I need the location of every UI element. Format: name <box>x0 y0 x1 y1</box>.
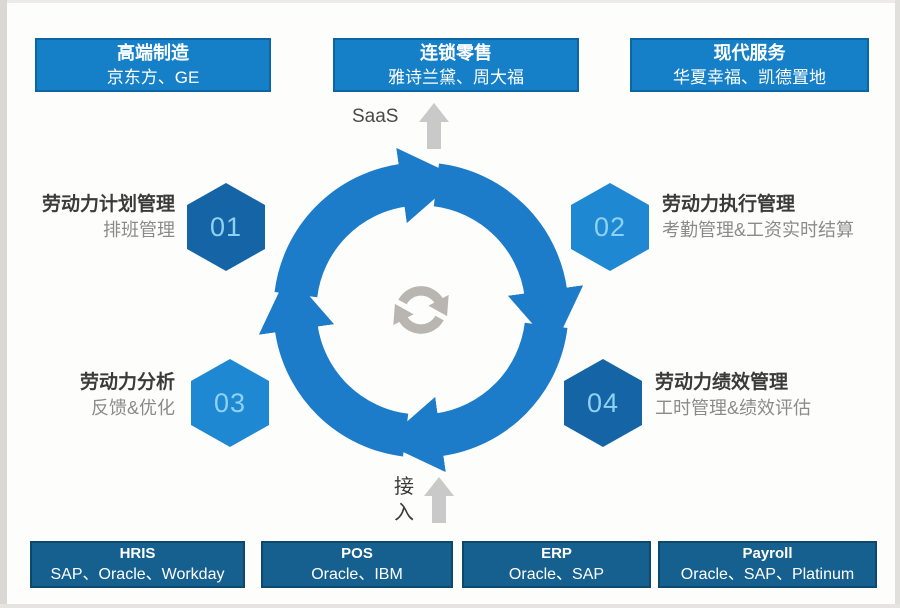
stage-text-01: 劳动力计划管理 排班管理 <box>0 192 175 243</box>
saas-label: SaaS <box>352 106 399 127</box>
system-box-hris: HRIS SAP、Oracle、Workday <box>30 541 245 588</box>
frame-edge-bottom <box>0 604 900 608</box>
industry-box-title: 高端制造 <box>117 43 189 63</box>
stage-subtitle: 排班管理 <box>103 220 175 240</box>
stage-subtitle: 工时管理&绩效评估 <box>655 398 812 418</box>
system-box-subtitle: Oracle、IBM <box>311 566 403 583</box>
system-box-subtitle: Oracle、SAP <box>508 566 605 583</box>
system-box-subtitle: SAP、Oracle、Workday <box>50 566 225 583</box>
industry-box-subtitle: 京东方、GE <box>106 68 200 87</box>
stage-title: 劳动力计划管理 <box>41 194 175 215</box>
industry-box-title: 连锁零售 <box>420 43 492 63</box>
cycle-arc-top-right <box>433 163 584 348</box>
system-box-pos: POS Oracle、IBM <box>261 541 453 588</box>
system-box-title: ERP <box>541 545 572 562</box>
stage-number: 03 <box>213 387 247 418</box>
cycle-diagram <box>258 147 584 473</box>
stage-number: 02 <box>593 211 627 242</box>
cycle-arc-bottom-right <box>383 322 568 473</box>
system-box-payroll: Payroll Oracle、SAP、Platinum <box>658 541 877 588</box>
system-box-subtitle: Oracle、SAP、Platinum <box>680 566 855 583</box>
industry-box-title: 现代服务 <box>713 43 786 63</box>
system-box-title: POS <box>341 545 373 562</box>
access-label: 接 入 <box>394 476 414 524</box>
frame-edge-top <box>0 0 900 3</box>
stage-title: 劳动力绩效管理 <box>655 372 789 393</box>
frame-edge-right <box>895 0 900 608</box>
stage-title: 劳动力分析 <box>79 372 175 393</box>
industry-box-subtitle: 雅诗兰黛、周大福 <box>388 68 524 87</box>
access-up-arrow-icon <box>424 477 454 523</box>
industry-box-manufacturing: 高端制造 京东方、GE <box>35 38 271 92</box>
cycle-arc-bottom-left <box>258 272 409 457</box>
industry-box-subtitle: 华夏幸福、凯德置地 <box>673 68 826 87</box>
arrow-head <box>424 477 454 496</box>
arrow-stem <box>427 122 441 149</box>
arrow-stem <box>432 496 446 523</box>
saas-up-arrow-icon <box>419 103 449 149</box>
system-box-title: HRIS <box>119 545 156 562</box>
stage-text-03: 劳动力分析 反馈&优化 <box>0 370 175 421</box>
system-box-erp: ERP Oracle、SAP <box>462 541 651 588</box>
stage-subtitle: 考勤管理&工资实时结算 <box>662 220 855 240</box>
frame-edge-left <box>0 0 7 608</box>
stage-number: 04 <box>586 387 620 418</box>
system-box-title: Payroll <box>742 545 793 562</box>
cycle-arc-top-left <box>274 147 459 298</box>
stage-number: 01 <box>209 211 243 242</box>
industry-box-services: 现代服务 华夏幸福、凯德置地 <box>630 38 869 92</box>
stage-title: 劳动力执行管理 <box>662 194 796 215</box>
stage-text-02: 劳动力执行管理 考勤管理&工资实时结算 <box>662 192 898 243</box>
stage-text-04: 劳动力绩效管理 工时管理&绩效评估 <box>655 370 895 421</box>
sync-icon <box>393 286 449 334</box>
arrow-head <box>419 103 449 122</box>
stage-subtitle: 反馈&优化 <box>90 398 175 418</box>
industry-box-retail: 连锁零售 雅诗兰黛、周大福 <box>333 38 579 92</box>
